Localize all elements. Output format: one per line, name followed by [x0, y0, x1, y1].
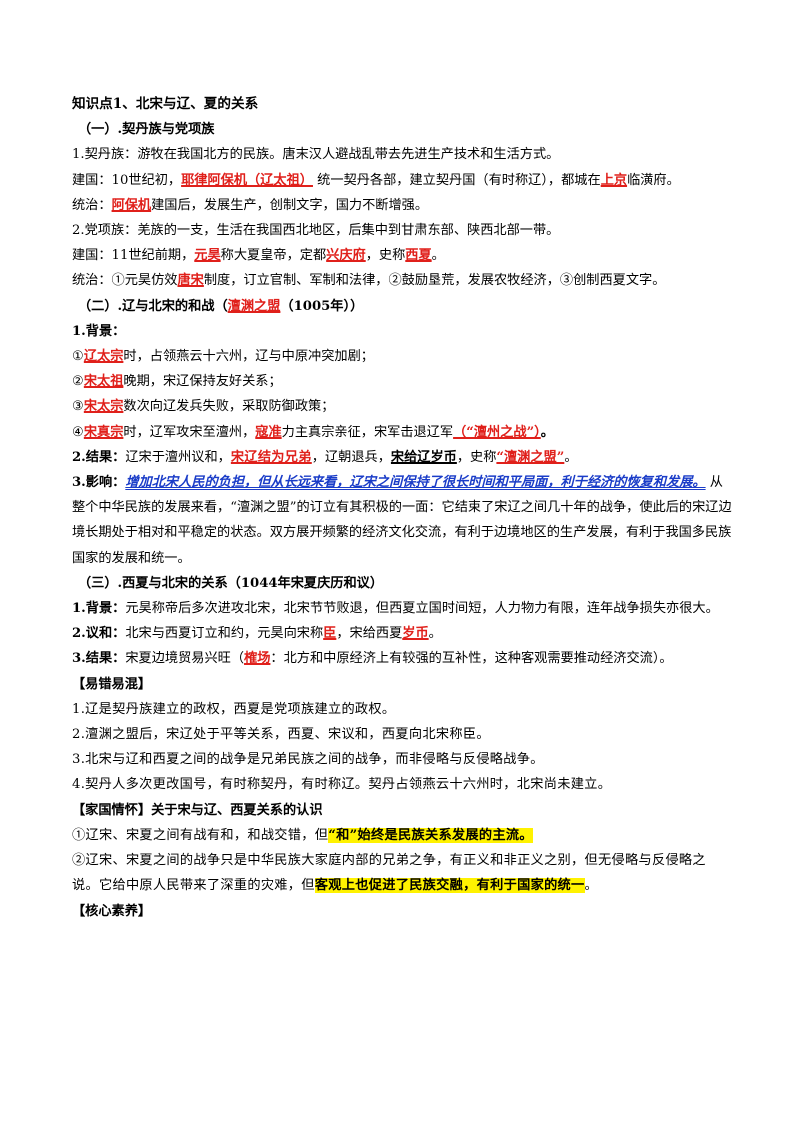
- khitan-intro: 1.契丹族：游牧在我国北方的民族。唐末汉人避战乱带去先进生产技术和生活方式。: [72, 147, 560, 163]
- list-item: 4.契丹人多次更改国号，有时称契丹，有时称辽。契丹占领燕云十六州时，北宋尚未建立…: [72, 777, 612, 793]
- khitan-founding: 建国：10世纪初，耶律阿保机（辽太祖） 统一契丹各部，建立契丹国（有时称辽），都…: [72, 172, 680, 188]
- keyword: 耶律阿保机（辽太祖）: [181, 172, 313, 188]
- subheading-liao-song: （二）.辽与北宋的和战（澶渊之盟（1005年））: [78, 298, 364, 314]
- keyword: 宋太宗: [83, 399, 124, 415]
- family-heading: 【家国情怀】关于宋与辽、西夏关系的认识: [72, 802, 323, 818]
- keyword: “澶渊之盟”: [496, 449, 565, 465]
- keyword: 臣: [323, 626, 337, 642]
- keyword: 唐宋: [177, 273, 204, 289]
- xixia-peace: 2.议和：北宋与西夏订立和约，元昊向宋称臣，宋给西夏岁币。: [72, 626, 442, 642]
- impact-paragraph: 3.影响：增加北宋人民的负担，但从长远来看，辽宋之间保持了很长时间和平局面，利于…: [72, 475, 732, 566]
- subheading-khitan-tangut: （一）.契丹族与党项族: [78, 122, 215, 138]
- keyword: 西夏: [405, 248, 432, 264]
- keyword: 岁币: [402, 626, 429, 642]
- impact-highlight: 增加北宋人民的负担，但从长远来看，辽宋之间保持了很长时间和平局面，利于经济的恢复…: [125, 475, 706, 491]
- background-item: ③宋太宗数次向辽发兵失败，采取防御政策；: [72, 399, 335, 415]
- background-label: 1.背景：: [72, 323, 126, 339]
- section-title: 知识点1、北宋与辽、夏的关系: [72, 96, 259, 112]
- tangut-founding: 建国：11世纪前期，元昊称大夏皇帝，定都兴庆府，史称西夏。: [72, 248, 445, 264]
- highlight: “和”始终是民族关系发展的主流。: [328, 827, 533, 843]
- keyword: 宋太祖: [83, 374, 124, 390]
- family-point: ①辽宋、宋夏之间有战有和，和战交错，但“和”始终是民族关系发展的主流。: [72, 827, 533, 843]
- keyword: 兴庆府: [326, 248, 366, 264]
- keyword: （“澶州之战”）: [453, 424, 541, 440]
- list-item: 1.辽是契丹族建立的政权，西夏是党项族建立的政权。: [72, 701, 396, 717]
- core-heading: 【核心素养】: [72, 903, 152, 919]
- background-item: ②宋太祖晚期，宋辽保持友好关系；: [72, 374, 282, 390]
- family-point: ②辽宋、宋夏之间的战争只是中华民族大家庭内部的兄弟之争，有正义和非正义之别，但无…: [72, 853, 706, 894]
- tangut-intro: 2.党项族：羌族的一支，生活在我国西北地区，后集中到甘肃东部、陕西北部一带。: [72, 223, 560, 239]
- subheading-xixia-song: （三）.西夏与北宋的关系（1044年宋夏庆历和议）: [78, 575, 384, 591]
- result-line: 2.结果：辽宋于澶州议和，宋辽结为兄弟，辽朝退兵，宋给辽岁币，史称“澶渊之盟”。: [72, 449, 578, 465]
- keyword: 宋真宗: [83, 424, 124, 440]
- keyword: 寇准: [255, 424, 282, 440]
- keyword: 榷场: [244, 651, 271, 667]
- background-item: ①辽太宗时，占领燕云十六州，辽与中原冲突加剧；: [72, 349, 374, 365]
- background-item: ④宋真宗时，辽军攻宋至澶州，寇准力主真宗亲征，宋军击退辽军（“澶州之战”）。: [72, 424, 554, 440]
- keyword: 宋辽结为兄弟: [230, 449, 312, 465]
- mistakes-heading: 【易错易混】: [72, 676, 152, 692]
- keyword: 元昊: [194, 248, 221, 264]
- list-item: 2.澶渊之盟后，宋辽处于平等关系，西夏、宋议和，西夏向北宋称臣。: [72, 727, 490, 743]
- keyword: 宋给辽岁币: [390, 449, 457, 465]
- tangut-rule: 统治：①元昊仿效唐宋制度，订立官制、军制和法律，②鼓励垦荒，发展农牧经济，③创制…: [72, 273, 666, 289]
- keyword: 上京: [600, 172, 628, 188]
- khitan-rule: 统治：阿保机建国后，发展生产，创制文字，国力不断增强。: [72, 197, 429, 213]
- highlight: 客观上也促进了民族交融，有利于国家的统一: [314, 878, 585, 894]
- xixia-result: 3.结果：宋夏边境贸易兴旺（榷场：北方和中原经济上有较强的互补性，这种客观需要推…: [72, 651, 673, 667]
- xixia-background: 1.背景：元昊称帝后多次进攻北宋，北宋节节败退，但西夏立国时间短，人力物力有限，…: [72, 601, 719, 617]
- keyword: 澶渊之盟: [227, 298, 281, 314]
- list-item: 3.北宋与辽和西夏之间的战争是兄弟民族之间的战争，而非侵略与反侵略战争。: [72, 752, 544, 768]
- document-page: 知识点1、北宋与辽、夏的关系 （一）.契丹族与党项族 1.契丹族：游牧在我国北方…: [72, 92, 732, 924]
- keyword: 阿保机: [111, 197, 152, 213]
- keyword: 辽太宗: [83, 349, 124, 365]
